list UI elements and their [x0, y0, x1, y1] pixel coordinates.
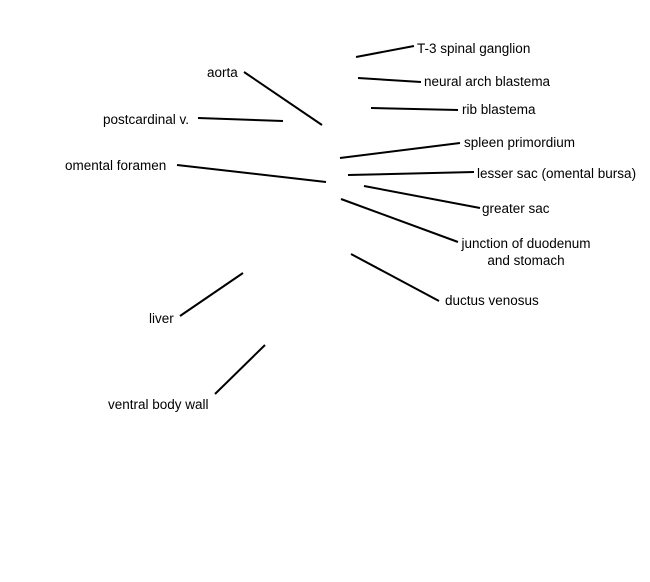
leader-line-junction-duodenum-stomach: [340, 198, 459, 243]
leader-line-lesser-sac: [347, 171, 475, 176]
leader-line-omental-foramen: [176, 164, 327, 183]
label-neural-arch-blastema: neural arch blastema: [424, 74, 551, 89]
leader-line-rib-blastema: [370, 107, 459, 111]
label-spleen-primordium: spleen primordium: [464, 135, 576, 150]
leader-line-greater-sac: [363, 185, 481, 209]
label-ventral-body-wall: ventral body wall: [108, 397, 209, 412]
leader-line-postcardinal-v: [197, 117, 284, 122]
label-junction-line-2: and stomach: [487, 253, 565, 268]
label-greater-sac: greater sac: [482, 201, 550, 216]
label-liver: liver: [149, 311, 174, 326]
leader-line-t3-spinal-ganglion: [355, 45, 415, 58]
leader-line-aorta: [243, 71, 323, 126]
label-junction-duodenum-stomach: junction of duodenum and stomach: [450, 235, 602, 269]
leader-line-neural-arch-blastema: [357, 77, 422, 83]
leader-line-liver: [179, 272, 244, 317]
label-omental-foramen: omental foramen: [65, 158, 167, 173]
label-postcardinal-v: postcardinal v.: [103, 112, 190, 127]
label-rib-blastema: rib blastema: [462, 102, 536, 117]
label-lesser-sac: lesser sac (omental bursa): [477, 166, 637, 181]
label-junction-line-1: junction of duodenum: [461, 236, 591, 251]
label-ductus-venosus: ductus venosus: [445, 293, 539, 308]
leader-line-ductus-venosus: [350, 253, 440, 302]
leader-line-ventral-body-wall: [214, 344, 266, 395]
leader-line-spleen-primordium: [339, 142, 461, 159]
label-aorta: aorta: [207, 65, 238, 80]
label-t3-spinal-ganglion: T-3 spinal ganglion: [417, 41, 531, 56]
